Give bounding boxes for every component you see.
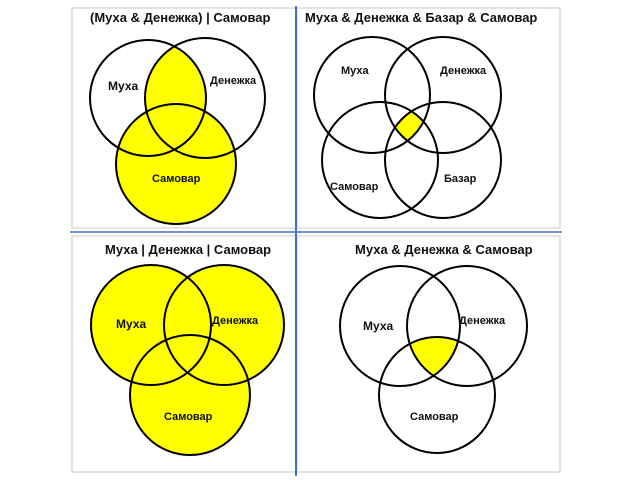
label-muha: Муха — [363, 319, 393, 333]
circle-samovar — [378, 336, 496, 454]
label-muha: Муха — [116, 317, 146, 331]
circle-samovar — [129, 334, 251, 456]
circle-samovar — [321, 101, 439, 219]
circle-muha — [339, 265, 461, 387]
circle-bazar — [384, 101, 502, 219]
panel-title: Муха & Денежка & Самовар — [355, 242, 533, 257]
fill-samovar — [130, 335, 250, 455]
panel-top-right: Муха & Денежка & Базар & Самовар Муха Де… — [305, 10, 537, 219]
circle-samovar — [115, 103, 237, 225]
panel-top-left: (Муха & Денежка) | Самовар Муха Денежка … — [89, 10, 271, 225]
panel-bottom-right: Муха & Денежка & Самовар Муха Денежка Са… — [339, 242, 533, 454]
circle-denezhka — [406, 265, 528, 387]
region-all-four — [385, 102, 430, 153]
circle-muha — [90, 264, 212, 386]
region-samovar — [116, 104, 236, 224]
label-samovar: Самовар — [330, 181, 379, 193]
circle-denezhka — [144, 37, 266, 159]
label-muha: Муха — [341, 65, 370, 77]
circle-muha — [313, 36, 431, 154]
label-denezhka: Денежка — [459, 315, 506, 327]
label-samovar: Самовар — [410, 411, 459, 423]
label-denezhka: Денежка — [440, 65, 487, 77]
label-samovar: Самовар — [152, 173, 201, 185]
label-muha: Муха — [108, 79, 138, 93]
label-denezhka: Денежка — [210, 75, 257, 87]
circle-denezhka — [163, 264, 285, 386]
panel-title: Муха & Денежка & Базар & Самовар — [305, 10, 537, 25]
panel-bottom-left: Муха | Денежка | Самовар Муха Денежка Са… — [90, 242, 285, 456]
circle-muha — [89, 39, 207, 157]
label-samovar: Самовар — [164, 411, 213, 423]
label-bazar: Базар — [444, 173, 477, 185]
panel-frame-top-right — [295, 7, 561, 229]
panel-title: (Муха & Денежка) | Самовар — [90, 10, 271, 25]
panel-title: Муха | Денежка | Самовар — [105, 242, 271, 257]
circle-denezhka — [384, 36, 502, 154]
label-denezhka: Денежка — [212, 315, 259, 327]
